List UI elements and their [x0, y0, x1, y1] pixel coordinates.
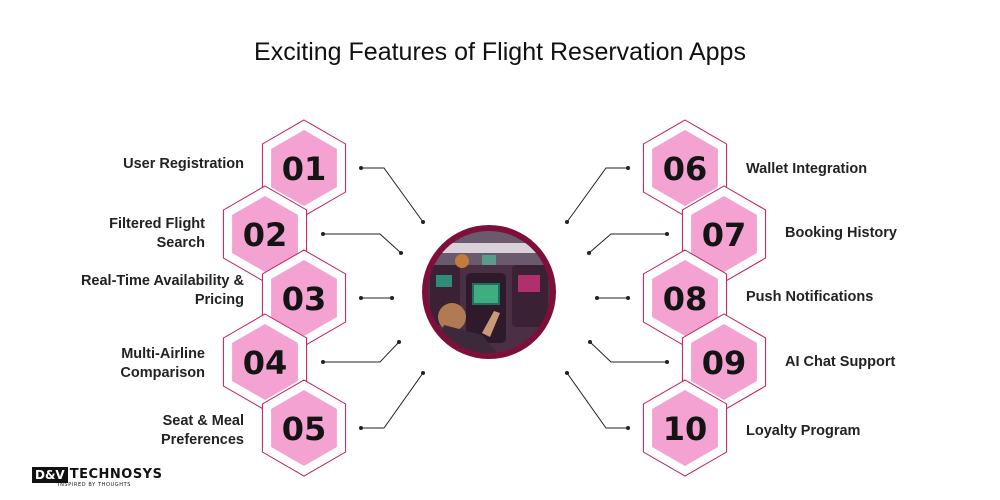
connector-dot — [626, 296, 630, 300]
feature-label-07: Booking History — [785, 224, 985, 243]
connector-dot — [421, 220, 425, 224]
feature-number: 01 — [282, 150, 327, 188]
logo-tagline: INSPIRED BY THOUGHTS — [58, 482, 132, 488]
hexagon-badge-07: 07 — [681, 185, 767, 283]
connector-dot — [595, 296, 599, 300]
connector-dot — [421, 371, 425, 375]
feature-number: 10 — [663, 410, 708, 448]
hexagon-fill — [691, 324, 757, 400]
connector-dot — [359, 426, 363, 430]
connector-line-01 — [361, 167, 424, 223]
hexagon-badge-06: 06 — [642, 119, 728, 217]
feature-label-line: Booking History — [785, 225, 897, 241]
feature-number: 09 — [702, 344, 747, 382]
feature-label-06: Wallet Integration — [746, 160, 946, 179]
connector-line-10 — [566, 372, 628, 429]
feature-number: 03 — [282, 280, 327, 318]
hexagon-badge-10: 10 — [642, 379, 728, 477]
hexagon-fill — [271, 260, 337, 336]
feature-label-09: AI Chat Support — [785, 353, 985, 372]
feature-label-line: Seat & Meal — [162, 413, 244, 429]
feature-label-line: Filtered Flight — [109, 216, 205, 232]
hexagon-fill — [271, 130, 337, 206]
feature-label-10: Loyalty Program — [746, 422, 946, 441]
feature-number: 04 — [243, 344, 288, 382]
hexagon-fill — [652, 130, 718, 206]
hexagon-badge-05: 05 — [261, 379, 347, 477]
feature-label-08: Push Notifications — [746, 288, 946, 307]
connector-dot — [665, 232, 669, 236]
feature-label-line: Multi-Airline — [121, 346, 205, 362]
feature-label-line: Comparison — [120, 365, 205, 381]
feature-label-line: AI Chat Support — [785, 354, 896, 370]
connector-dot — [588, 340, 592, 344]
page-title: Exciting Features of Flight Reservation … — [254, 38, 746, 66]
hexagon-badge-04: 04 — [222, 313, 308, 411]
feature-number: 06 — [663, 150, 708, 188]
connector-line-02 — [323, 233, 402, 254]
hexagon-fill — [652, 390, 718, 466]
feature-label-line: Search — [156, 235, 205, 251]
connector-dot — [587, 251, 591, 255]
hexagon-fill — [271, 390, 337, 466]
hexagon-fill — [232, 324, 298, 400]
feature-label-line: User Registration — [123, 156, 244, 172]
connector-lines — [321, 166, 669, 430]
connector-dot — [321, 232, 325, 236]
hexagon-fill — [652, 260, 718, 336]
connector-dot — [359, 296, 363, 300]
feature-number: 05 — [282, 410, 327, 448]
hexagon-badges: 01 02 03 04 05 06 07 08 09 10 — [222, 119, 767, 477]
feature-number: 02 — [243, 216, 288, 254]
connector-dot — [565, 220, 569, 224]
hexagon-badge-03: 03 — [261, 249, 347, 347]
connector-dot — [626, 426, 630, 430]
hexagon-fill — [691, 196, 757, 272]
feature-label-line: Pricing — [194, 292, 244, 308]
feature-label-line: Wallet Integration — [746, 161, 868, 177]
connector-line-04 — [323, 341, 400, 363]
connector-line-06 — [566, 167, 628, 223]
hexagon-fill — [232, 196, 298, 272]
hexagon-badge-01: 01 — [261, 119, 347, 217]
connector-dot — [397, 340, 401, 344]
connector-dot — [626, 166, 630, 170]
connector-dot — [665, 360, 669, 364]
feature-label-01: User Registration — [44, 155, 244, 174]
feature-label-line: Push Notifications — [746, 289, 874, 305]
cabin-photo — [422, 225, 556, 359]
connector-dot — [321, 360, 325, 364]
connector-dot — [565, 371, 569, 375]
feature-label-line: Preferences — [160, 432, 244, 448]
hexagon-badge-09: 09 — [681, 313, 767, 411]
connector-dot — [390, 296, 394, 300]
hexagon-badge-02: 02 — [222, 185, 308, 283]
connector-line-05 — [361, 372, 424, 429]
feature-number: 08 — [663, 280, 708, 318]
feature-number: 07 — [702, 216, 747, 254]
feature-label-line: Loyalty Program — [746, 423, 861, 439]
logo-name: TECHNOSYS — [69, 467, 163, 482]
connector-dot — [359, 166, 363, 170]
logo-mark: D&V — [32, 467, 68, 483]
feature-label-03: Real-Time Availability & Pricing — [44, 272, 244, 310]
airplane-cabin-photo-icon — [428, 231, 550, 353]
connector-line-09 — [589, 341, 667, 363]
feature-label-line: Real-Time Availability & — [80, 273, 244, 289]
connector-line-07 — [588, 233, 667, 254]
connector-dot — [399, 251, 403, 255]
hexagon-badge-08: 08 — [642, 249, 728, 347]
